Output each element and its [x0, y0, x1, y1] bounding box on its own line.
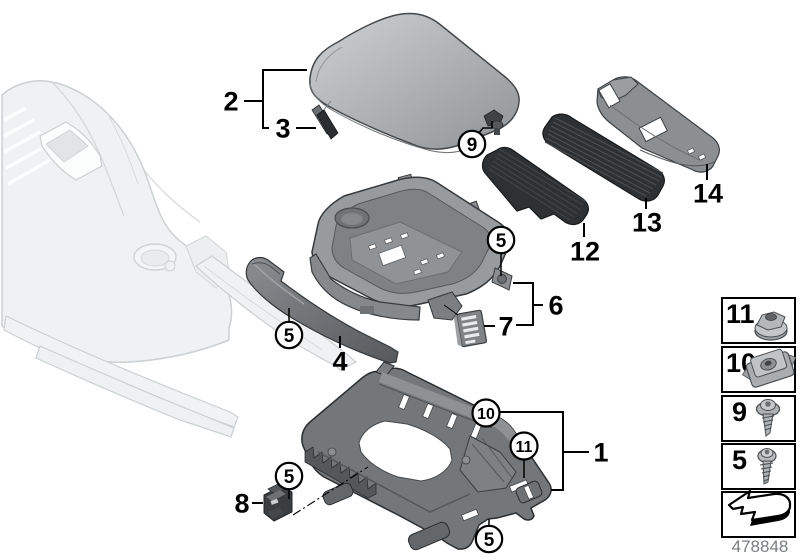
console-rail-lower — [35, 345, 235, 438]
console-vent-slats — [3, 106, 51, 186]
direction-arrow-icon — [727, 489, 792, 526]
part-label-2[interactable]: 2 — [223, 87, 238, 117]
part-label-7[interactable]: 7 — [498, 312, 513, 342]
circled-callout-9[interactable]: 9 — [457, 129, 487, 159]
legend-label-11[interactable]: 11 — [726, 299, 755, 329]
retaining-clip-part-3 — [311, 100, 339, 140]
callout-lines — [244, 69, 708, 526]
assembly-axis — [292, 466, 369, 516]
armrest-trim-part-4 — [245, 256, 399, 364]
storage-tray-part-6 — [309, 173, 513, 321]
part-label-1[interactable]: 1 — [593, 438, 608, 468]
legend-box-10[interactable]: 10 — [721, 345, 800, 393]
rubber-mat-large-part-13 — [542, 113, 665, 202]
fastener-legend: 11 10 9 — [721, 297, 800, 556]
grille-leader — [443, 304, 459, 316]
circled-callout-5-tray[interactable]: 5 — [486, 225, 516, 255]
vent-grille-part-7 — [453, 309, 488, 348]
torx-screw-icon — [757, 448, 777, 485]
circled-callout-11[interactable]: 11 — [509, 431, 539, 461]
cage-nut-icon — [741, 348, 797, 388]
circled-label-11[interactable]: 11 — [516, 439, 533, 456]
circled-callout-10[interactable]: 10 — [471, 398, 501, 428]
legend-box-5[interactable]: 5 — [721, 443, 796, 490]
legend-direction-box — [721, 489, 796, 538]
circled-callout-5-trim[interactable]: 5 — [274, 320, 304, 350]
circled-label-5[interactable]: 5 — [484, 530, 495, 551]
circled-label-5[interactable]: 5 — [284, 326, 295, 347]
mounting-tray-part-14 — [596, 76, 720, 173]
part-label-14[interactable]: 14 — [693, 179, 723, 209]
frame-central-opening — [358, 420, 453, 482]
part-label-4[interactable]: 4 — [332, 347, 347, 377]
legend-label-5[interactable]: 5 — [732, 445, 747, 475]
circled-callout-5-latch[interactable]: 5 — [274, 461, 304, 491]
legend-box-11[interactable]: 11 — [721, 297, 796, 344]
circled-label-9[interactable]: 9 — [467, 135, 478, 156]
carrier-frame-part-1 — [301, 361, 552, 551]
washer-head-screw-icon — [755, 399, 781, 437]
lid-latch — [483, 109, 504, 135]
legend-label-9[interactable]: 9 — [732, 397, 747, 427]
part-label-3[interactable]: 3 — [275, 114, 290, 144]
armrest-lid-part-2 — [309, 12, 520, 153]
circled-callout-5-frame[interactable]: 5 — [474, 524, 504, 554]
rubber-mat-small-part-12 — [481, 146, 589, 226]
part-number-labels: 2 3 4 6 7 8 1 12 13 14 — [223, 87, 723, 519]
part-label-8[interactable]: 8 — [234, 489, 249, 519]
circled-label-10[interactable]: 10 — [477, 406, 495, 423]
part-label-6[interactable]: 6 — [548, 291, 563, 321]
part-label-12[interactable]: 12 — [570, 237, 600, 267]
circled-label-5[interactable]: 5 — [496, 231, 507, 252]
flange-nut-icon — [754, 311, 788, 341]
legend-box-9[interactable]: 9 — [721, 395, 796, 442]
drawing-number: 478848 — [732, 537, 789, 556]
circled-label-5[interactable]: 5 — [284, 467, 295, 488]
part-label-13[interactable]: 13 — [632, 208, 662, 238]
console-ghost — [1, 80, 358, 438]
